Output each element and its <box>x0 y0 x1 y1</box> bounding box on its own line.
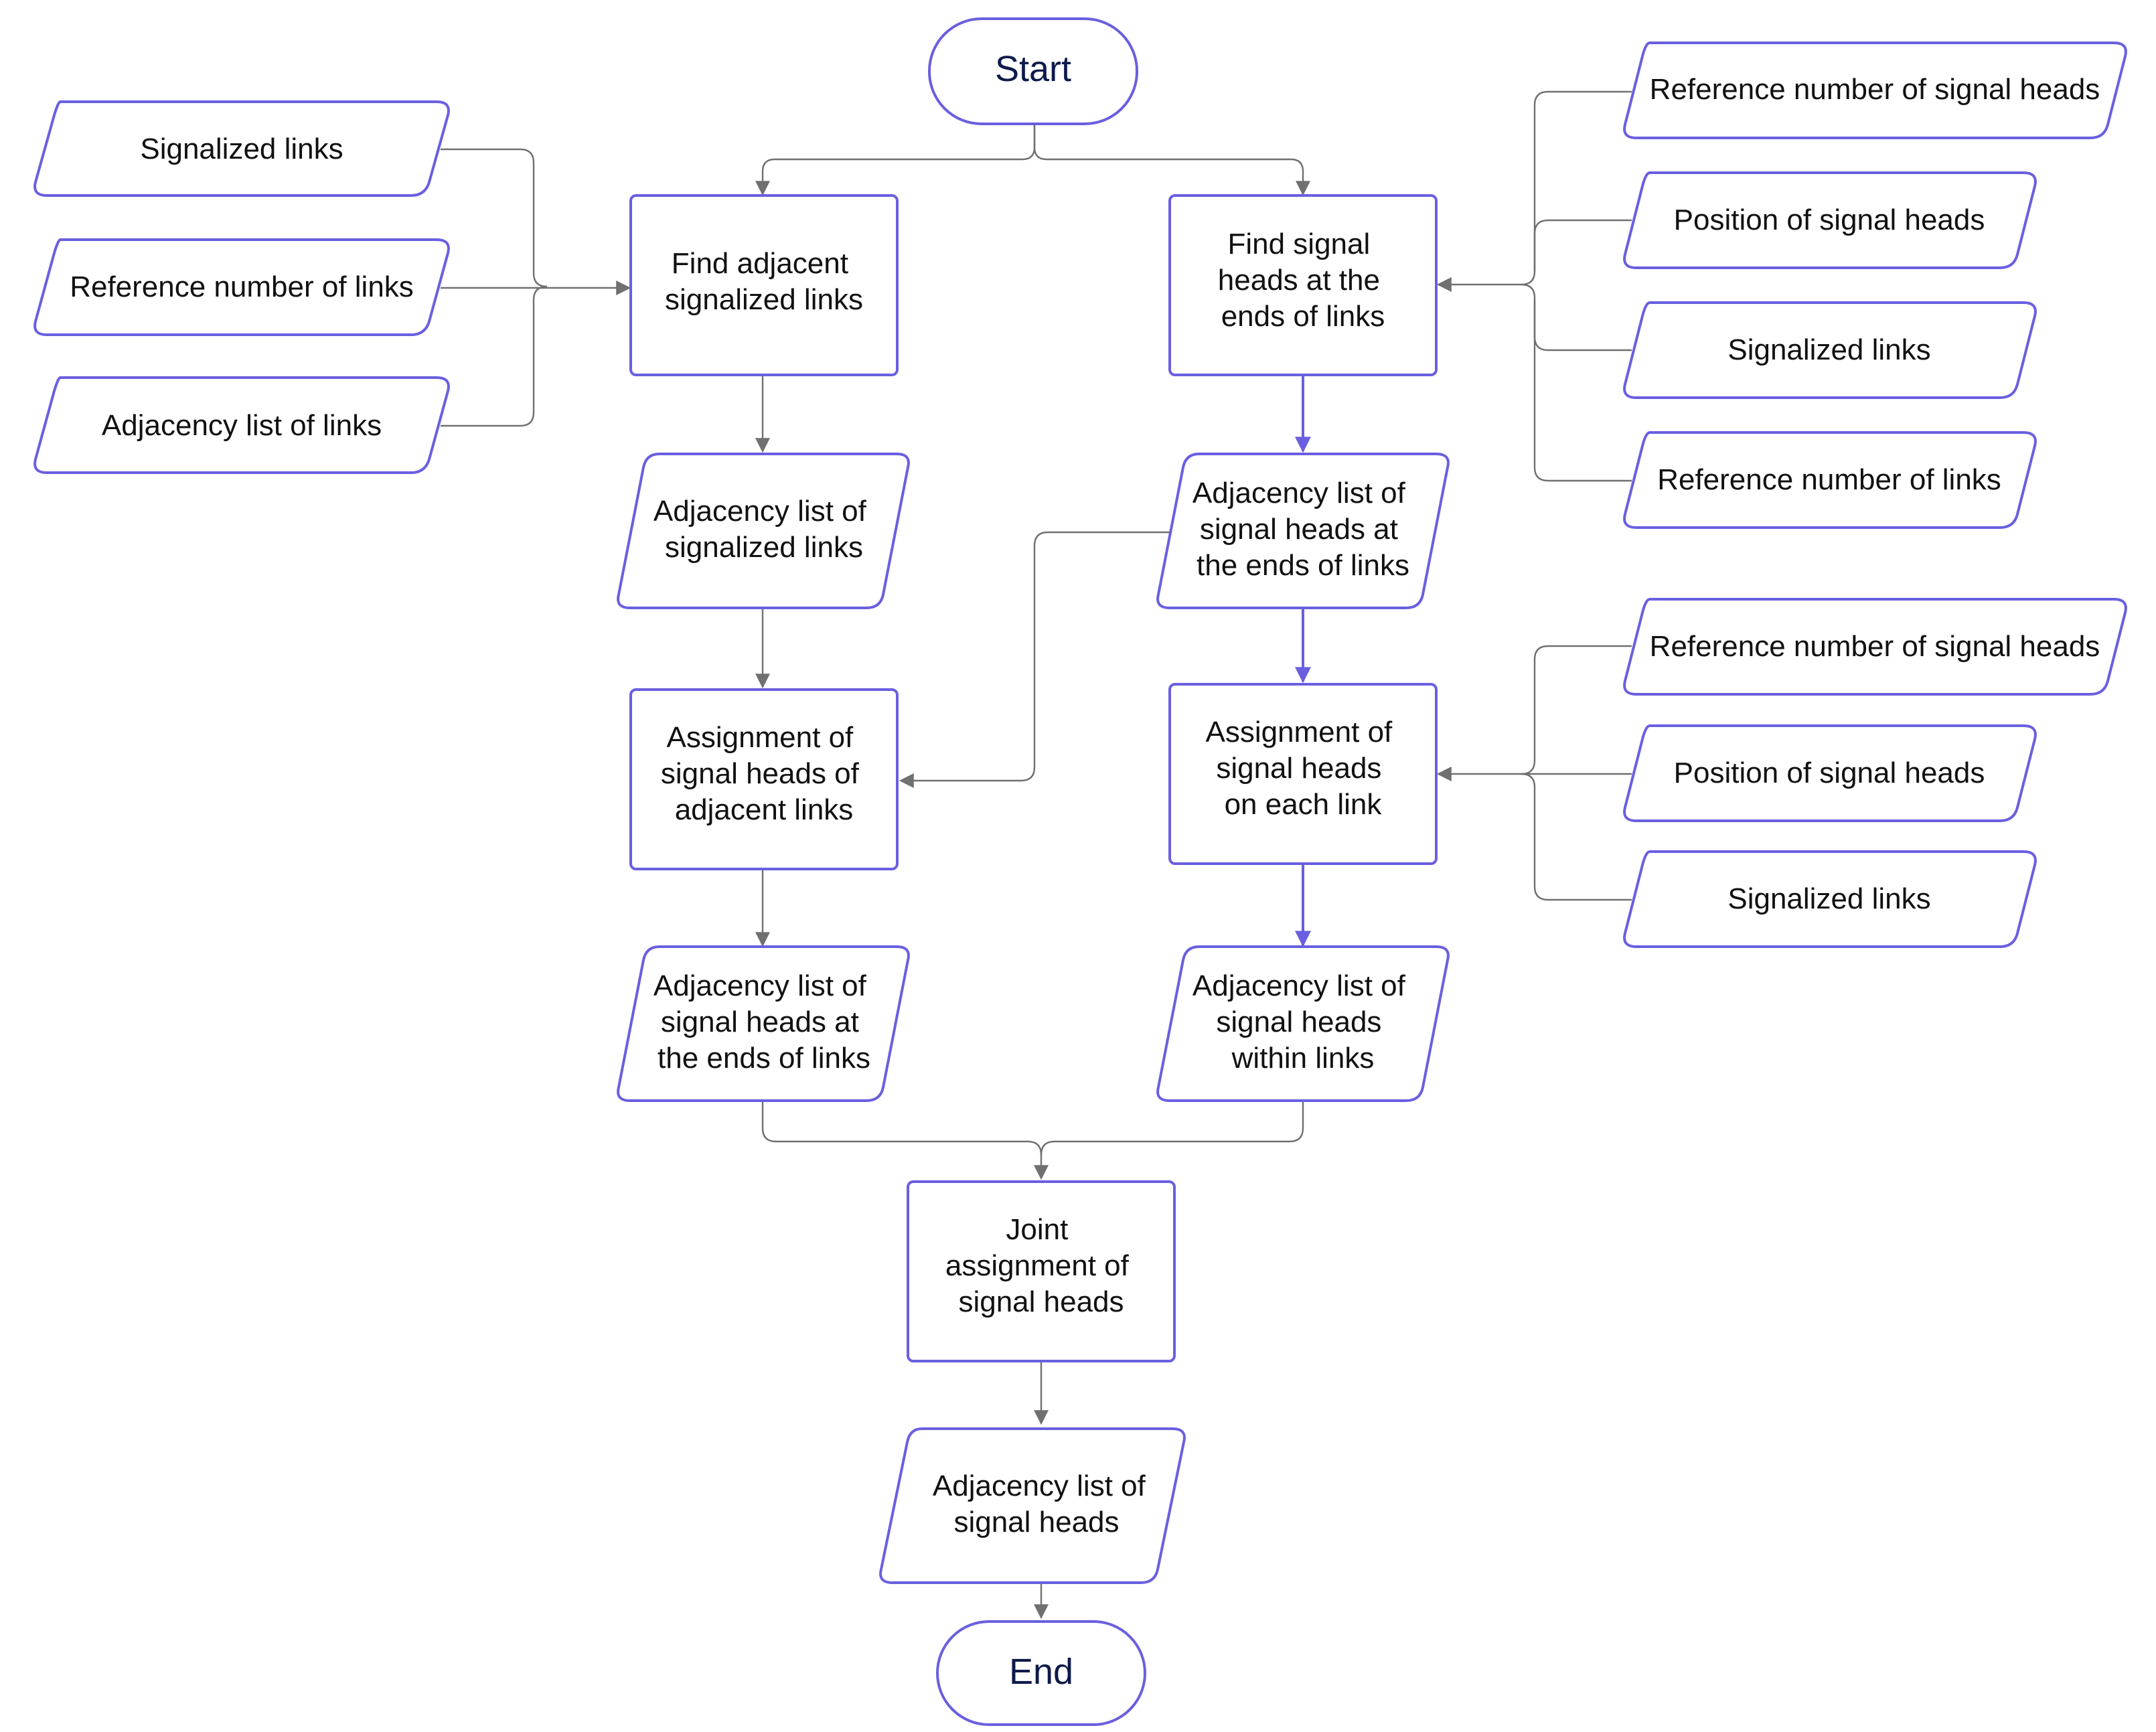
edge-signalized-links-2-to-assign-each-link <box>1521 773 1632 901</box>
svg-text:Reference number of signal hea: Reference number of signal heads <box>1650 630 2100 663</box>
svg-text:Joint assignment of: Joint assignment of signal heads <box>945 1213 1137 1318</box>
svg-text:Position of signal heads: Position of signal heads <box>1674 757 1985 789</box>
edge-ref-heads-2-to-assign-each-link <box>1521 645 1632 775</box>
input-adjacency-list-links: Adjacency list of links <box>33 376 450 474</box>
data-adjacency-heads-ends-left: Adjacency list of signal heads at the en… <box>617 945 910 1102</box>
node-line: the ends of links <box>658 1042 870 1075</box>
svg-text:Signalized links: Signalized links <box>1727 333 1930 366</box>
node-line: Adjacency list of <box>933 1470 1146 1502</box>
node-line: Joint <box>1006 1213 1068 1246</box>
svg-text:Adjacency list of signal: Adjacency list of signal heads <box>933 1470 1154 1539</box>
input-position-signal-heads-1: Position of signal heads <box>1623 171 2037 269</box>
svg-text:Adjacency list of signal: Adjacency list of signalized links <box>653 495 874 564</box>
node-line: Reference number of signal heads <box>1650 73 2100 106</box>
input-signalized-links-left: Signalized links <box>33 100 450 197</box>
input-reference-number-signal-heads-1: Reference number of signal heads <box>1623 42 2127 139</box>
edge-adjacency-list-links-to-find-adjacent <box>441 285 548 427</box>
process-find-adjacent-signalized-links: Find adjacent signalized links <box>629 194 899 376</box>
node-line: Adjacency list of <box>1192 969 1406 1002</box>
input-reference-number-links-left: Reference number of links <box>33 238 450 336</box>
edge-adjacency-ends-to-assign-adjacent <box>899 531 1175 788</box>
input-reference-number-links-right: Reference number of links <box>1623 431 2037 529</box>
node-line: within links <box>1231 1042 1375 1075</box>
node-line: Signalized links <box>1727 333 1930 366</box>
svg-text:End: End <box>1009 1652 1073 1692</box>
input-position-signal-heads-2: Position of signal heads <box>1623 724 2037 822</box>
data-adjacency-heads-ends-right: Adjacency list of signal heads at the en… <box>1156 453 1450 609</box>
node-line: Position of signal heads <box>1674 204 1985 236</box>
node-line: assignment of <box>945 1249 1130 1282</box>
connectors <box>441 90 1632 1620</box>
svg-text:Start: Start <box>995 49 1071 89</box>
edge-start-to-find-signal-heads <box>1033 124 1310 196</box>
svg-text:Adjacency list of signal: Adjacency list of signal heads at the en… <box>1192 477 1413 582</box>
edge-signalized-links-to-find-adjacent <box>441 148 548 288</box>
node-line: Find adjacent <box>672 247 848 280</box>
data-adjacency-heads-within-links: Adjacency list of signal heads within li… <box>1156 945 1450 1102</box>
node-line: Adjacency list of <box>653 495 867 528</box>
svg-text:Position of signal heads: Position of signal heads <box>1674 204 1985 236</box>
svg-text:Adjacency list of links: Adjacency list of links <box>102 409 382 442</box>
node-line: signal heads at <box>1200 513 1398 546</box>
node-line: signal heads <box>1216 1006 1381 1038</box>
node-line: Signalized links <box>140 133 343 165</box>
end-terminator: End <box>936 1620 1146 1726</box>
edge-adjacency-ends-left-to-joint <box>761 1102 1049 1180</box>
svg-text:Signalized links: Signalized links <box>140 133 343 165</box>
start-label: Start <box>995 49 1071 89</box>
node-line: Signalized links <box>1727 882 1930 915</box>
edge-adjacency-within-to-joint <box>1040 1102 1304 1156</box>
node-line: Reference number of signal heads <box>1650 630 2100 663</box>
svg-text:Reference number of links: Reference number of links <box>70 270 414 303</box>
svg-text:Assignment of signal hea: Assignment of signal heads of adjacent l… <box>661 721 867 826</box>
data-adjacency-list-signal-heads: Adjacency list of signal heads <box>879 1427 1186 1584</box>
edge-signalized-links-to-find-signal-heads <box>1533 300 1632 351</box>
input-signalized-links-right-1: Signalized links <box>1623 301 2037 399</box>
node-line: signal heads <box>953 1506 1119 1539</box>
svg-text:Find adjacent signalized: Find adjacent signalized links <box>665 247 863 316</box>
node-line: Reference number of links <box>70 270 414 303</box>
process-find-signal-heads: Find signal heads at the ends of links <box>1168 194 1438 376</box>
node-line: adjacent links <box>675 793 854 826</box>
svg-text:Find signal heads at the: Find signal heads at the ends of links <box>1218 228 1388 333</box>
node-line: Position of signal heads <box>1674 757 1985 789</box>
process-joint-assignment: Joint assignment of signal heads <box>907 1180 1176 1362</box>
node-line: Adjacency list of <box>1192 477 1406 509</box>
node-line: heads at the <box>1218 264 1380 297</box>
node-line: Adjacency list of links <box>102 409 382 442</box>
process-assignment-each-link: Assignment of signal heads on each link <box>1168 683 1438 865</box>
process-assignment-adjacent-links: Assignment of signal heads of adjacent l… <box>629 688 899 870</box>
input-reference-number-signal-heads-2: Reference number of signal heads <box>1623 598 2127 696</box>
node-line: ends of links <box>1221 300 1385 333</box>
node-line: signalized links <box>665 283 863 316</box>
svg-text:Reference number of links: Reference number of links <box>1657 463 2001 496</box>
start-terminator: Start <box>928 17 1138 125</box>
node-line: Adjacency list of <box>653 969 867 1002</box>
svg-text:Adjacency list of signal: Adjacency list of signal heads at the en… <box>653 969 874 1075</box>
node-line: on each link <box>1225 788 1383 821</box>
node-line: signal heads <box>1216 752 1381 785</box>
node-line: signal heads at <box>661 1006 859 1038</box>
node-line: Assignment of <box>1205 716 1393 749</box>
svg-text:Signalized links: Signalized links <box>1727 882 1930 915</box>
end-label: End <box>1009 1652 1073 1692</box>
edge-ref-links-to-find-signal-heads <box>1521 283 1632 482</box>
node-line: signal heads <box>958 1285 1124 1318</box>
node-line: Assignment of <box>666 721 854 754</box>
input-signalized-links-right-2: Signalized links <box>1623 850 2037 948</box>
edge-position-heads-to-find-signal-heads <box>1533 219 1632 271</box>
node-line: the ends of links <box>1197 549 1409 582</box>
node-line: Find signal <box>1227 228 1370 260</box>
edge-ref-heads-to-find-signal-heads <box>1521 90 1632 286</box>
node-line: signal heads of <box>661 757 860 790</box>
data-adjacency-list-signalized-links: Adjacency list of signalized links <box>617 453 910 609</box>
svg-text:Assignment of signal hea: Assignment of signal heads on each link <box>1205 716 1400 821</box>
edge-start-to-find-adjacent <box>755 124 1036 196</box>
node-line: Reference number of links <box>1657 463 2001 496</box>
svg-text:Adjacency list of signal: Adjacency list of signal heads within li… <box>1192 969 1413 1075</box>
svg-text:Reference number of signal hea: Reference number of signal heads <box>1650 73 2100 106</box>
node-line: signalized links <box>665 531 863 564</box>
